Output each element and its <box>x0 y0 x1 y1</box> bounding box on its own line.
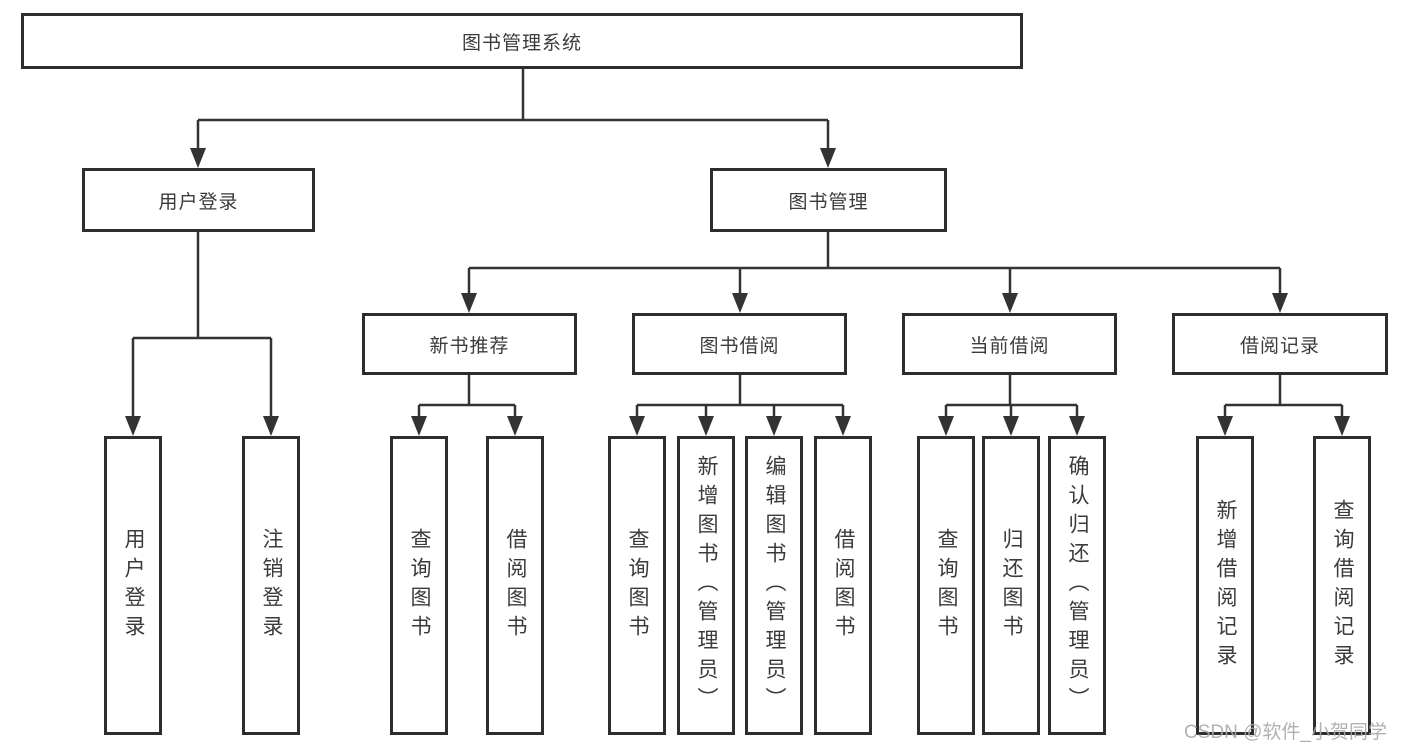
leaf-query-books-recommend: 查询图书 <box>390 436 448 735</box>
leaf-user-login: 用户登录 <box>104 436 162 735</box>
branch-book-management: 图书管理 <box>710 168 947 232</box>
leaf-confirm-return-admin: 确认归还（管理员） <box>1048 436 1106 735</box>
leaf-logout: 注销登录 <box>242 436 300 735</box>
leaf-edit-books-admin: 编辑图书（管理员） <box>745 436 803 735</box>
branch-user-login: 用户登录 <box>82 168 315 232</box>
leaf-query-books-current: 查询图书 <box>917 436 975 735</box>
leaf-add-borrow-record: 新增借阅记录 <box>1196 436 1254 735</box>
leaf-query-books-borrow: 查询图书 <box>608 436 666 735</box>
leaf-add-books-admin: 新增图书（管理员） <box>677 436 735 735</box>
group-borrow-records: 借阅记录 <box>1172 313 1388 375</box>
leaf-borrow-books-recommend: 借阅图书 <box>486 436 544 735</box>
leaf-query-borrow-record: 查询借阅记录 <box>1313 436 1371 735</box>
leaf-borrow-books: 借阅图书 <box>814 436 872 735</box>
leaf-return-books: 归还图书 <box>982 436 1040 735</box>
root-node-library-system: 图书管理系统 <box>21 13 1023 69</box>
group-book-borrow: 图书借阅 <box>632 313 847 375</box>
csdn-watermark: CSDN @软件_小贺同学 <box>1184 722 1387 743</box>
group-current-borrow: 当前借阅 <box>902 313 1117 375</box>
group-new-book-recommend: 新书推荐 <box>362 313 577 375</box>
